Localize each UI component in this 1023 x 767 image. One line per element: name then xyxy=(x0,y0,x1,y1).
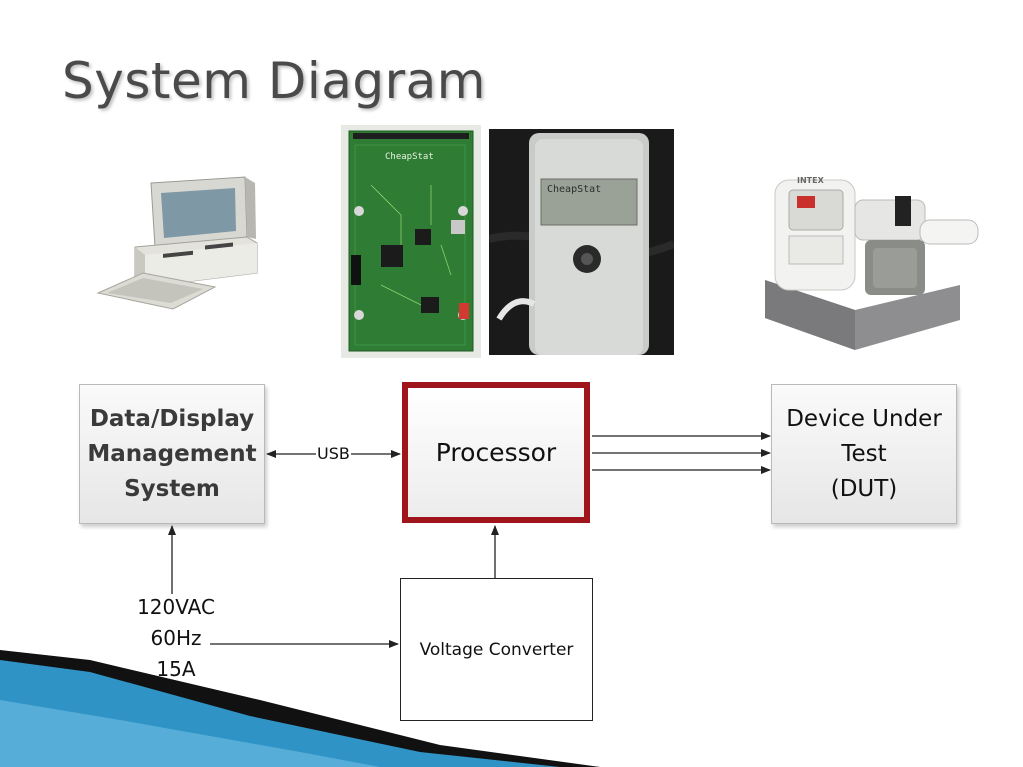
computer-photo xyxy=(95,175,260,310)
dut-label: Device Under Test (DUT) xyxy=(786,405,942,502)
data-display-management-system-block: Data/Display Management System xyxy=(79,384,265,524)
power-input-label: 120VAC 60Hz 15A xyxy=(137,595,215,681)
slide-title: System Diagram xyxy=(62,52,487,110)
board-label: CheapStat xyxy=(385,152,434,162)
device-under-test-block: Device Under Test (DUT) xyxy=(771,384,957,524)
voltage-converter-block: Voltage Converter xyxy=(400,578,593,721)
device-screen-label: CheapStat xyxy=(547,184,602,195)
decorative-swoosh xyxy=(0,650,600,767)
processor-label: Processor xyxy=(435,438,557,467)
circuit-board-photo: CheapStat xyxy=(341,125,481,358)
voltage-converter-label: Voltage Converter xyxy=(419,639,574,660)
dut-brand-label: INTEX xyxy=(797,176,824,185)
dms-label: Data/Display Management System xyxy=(87,405,257,502)
processor-block: Processor xyxy=(402,382,590,523)
handheld-device-photo: CheapStat xyxy=(489,129,674,355)
usb-label: USB xyxy=(316,444,351,463)
dut-photo: INTEX xyxy=(745,160,980,355)
